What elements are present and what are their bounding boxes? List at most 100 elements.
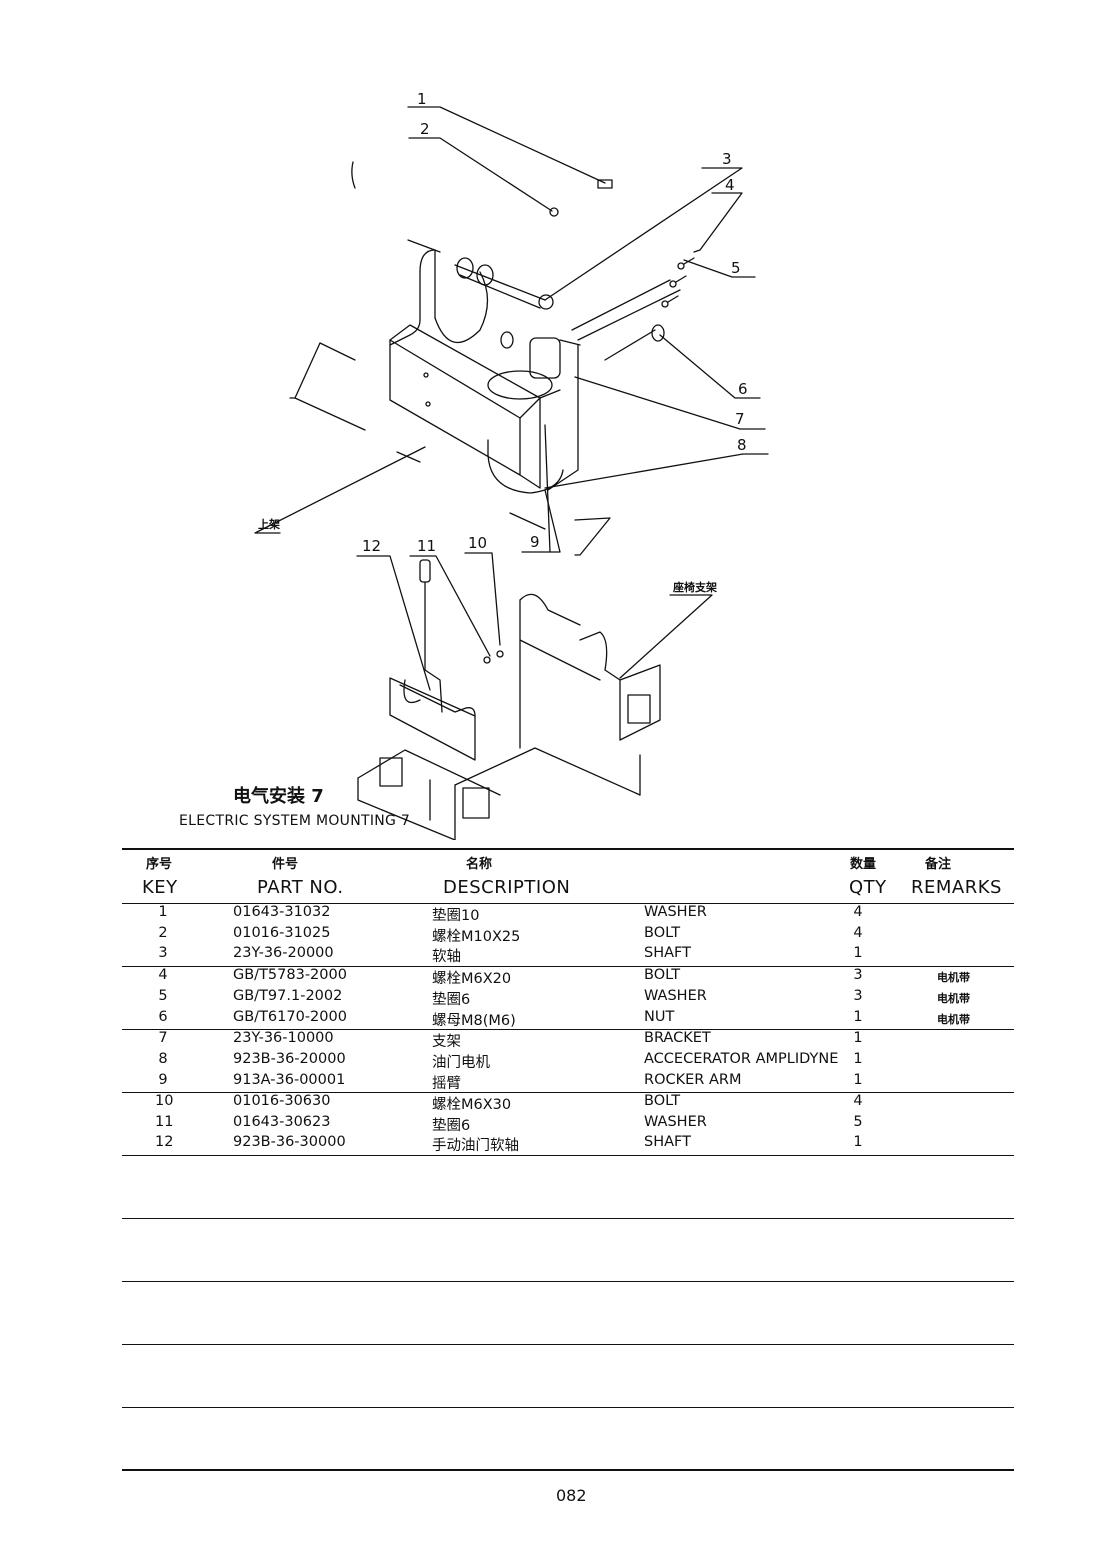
table-row: 7 23Y-36-10000 支架 BRACKET 1 [0,1030,1103,1051]
blank-rule [122,1281,1014,1282]
cell-desc-en: NUT [644,1009,675,1025]
header-remarks-cn: 备注 [925,857,952,872]
cell-part-no: 01643-30623 [233,1114,331,1130]
cell-desc-cn: 螺栓M6X30 [432,1097,512,1113]
cell-desc-en: WASHER [644,904,707,920]
cell-desc-en: BOLT [644,967,681,983]
callout-11: 11 [417,537,437,555]
cell-desc-cn: 螺母M8(M6) [432,1013,516,1029]
cell-part-no: 913A-36-00001 [233,1072,346,1088]
cell-part-no: 23Y-36-10000 [233,1030,334,1046]
table-row: 3 23Y-36-20000 软轴 SHAFT 1 [0,945,1103,966]
cell-desc-en: BOLT [644,925,681,941]
cell-key: 5 [158,988,168,1004]
cell-qty: 1 [853,1134,863,1150]
header-part-no: PART NO. [257,877,344,898]
title-chinese: 电气安装 7 [233,786,324,807]
cell-qty: 1 [853,1030,863,1046]
cell-remarks: 电机带 [937,992,970,1005]
cell-key: 8 [158,1051,168,1067]
blank-rule [122,1218,1014,1219]
table-header-rule [122,903,1014,904]
table-row: 2 01016-31025 螺栓M10X25 BOLT 4 [0,925,1103,946]
cell-desc-en: SHAFT [644,1134,691,1150]
cell-desc-en: BRACKET [644,1030,711,1046]
cell-desc-cn: 软轴 [432,949,461,965]
cell-desc-cn: 垫圈6 [432,992,471,1008]
label-upper-frame: 上架 [258,518,280,531]
cell-part-no: GB/T6170-2000 [233,1009,347,1025]
callout-12: 12 [362,537,382,555]
callout-4: 4 [725,176,735,194]
cell-qty: 4 [853,904,863,920]
cell-qty: 1 [853,1009,863,1025]
callout-1: 1 [417,90,427,108]
group-rule [122,966,1014,967]
callout-3: 3 [722,150,732,168]
table-row: 4 GB/T5783-2000 螺栓M6X20 BOLT 3 电机带 [0,967,1103,988]
cell-desc-en: SHAFT [644,945,691,961]
header-desc-cn: 名称 [466,857,493,872]
cell-desc-cn: 摇臂 [432,1076,461,1092]
label-seat-bracket: 座椅支架 [673,581,717,594]
table-row: 6 GB/T6170-2000 螺母M8(M6) NUT 1 电机带 [0,1009,1103,1030]
table-row: 1 01643-31032 垫圈10 WASHER 4 [0,904,1103,925]
callout-6: 6 [738,380,748,398]
cell-qty: 3 [853,988,863,1004]
table-row: 12 923B-36-30000 手动油门软轴 SHAFT 1 [0,1134,1103,1155]
cell-qty: 4 [853,1093,863,1109]
callout-8: 8 [737,436,747,454]
table-row: 9 913A-36-00001 摇臂 ROCKER ARM 1 [0,1072,1103,1093]
table-row: 11 01643-30623 垫圈6 WASHER 5 [0,1114,1103,1135]
header-remarks: REMARKS [911,877,1002,898]
cell-desc-en: WASHER [644,1114,707,1130]
callout-10: 10 [468,534,488,552]
cell-key: 7 [158,1030,168,1046]
callout-7: 7 [735,410,745,428]
cell-remarks: 电机带 [937,1013,970,1026]
cell-part-no: 01016-31025 [233,925,331,941]
cell-qty: 1 [853,1072,863,1088]
cell-qty: 1 [853,945,863,961]
title-english: ELECTRIC SYSTEM MOUNTING 7 [179,813,411,829]
table-row: 5 GB/T97.1-2002 垫圈6 WASHER 3 电机带 [0,988,1103,1009]
drawing-linework [254,106,769,840]
cell-qty: 3 [853,967,863,983]
cell-desc-cn: 垫圈6 [432,1118,471,1134]
cell-qty: 1 [853,1051,863,1067]
cell-part-no: 23Y-36-20000 [233,945,334,961]
table-top-rule [122,848,1014,850]
header-qty-cn: 数量 [850,857,877,872]
group-rule [122,1029,1014,1030]
table-row: 8 923B-36-20000 油门电机 ACCECERATOR AMPLIDY… [0,1051,1103,1072]
cell-key: 12 [155,1134,174,1150]
header-description: DESCRIPTION [443,877,571,898]
cell-part-no: GB/T5783-2000 [233,967,347,983]
cell-desc-cn: 手动油门软轴 [432,1138,519,1154]
cell-key: 1 [158,904,168,920]
cell-desc-cn: 油门电机 [432,1055,490,1071]
cell-desc-en: ROCKER ARM [644,1072,742,1088]
group-rule [122,1092,1014,1093]
blank-rule [122,1407,1014,1408]
cell-key: 2 [158,925,168,941]
cell-part-no: GB/T97.1-2002 [233,988,343,1004]
header-part-cn: 件号 [272,857,299,872]
cell-key: 6 [158,1009,168,1025]
table-bottom-rule [122,1469,1014,1471]
cell-desc-cn: 垫圈10 [432,908,480,924]
cell-key: 4 [158,967,168,983]
table-row: 10 01016-30630 螺栓M6X30 BOLT 4 [0,1093,1103,1114]
cell-desc-en: ACCECERATOR AMPLIDYNE [644,1051,839,1067]
cell-desc-en: BOLT [644,1093,681,1109]
blank-rule [122,1344,1014,1345]
cell-key: 9 [158,1072,168,1088]
cell-qty: 5 [853,1114,863,1130]
header-key: KEY [142,877,178,898]
cell-part-no: 923B-36-20000 [233,1051,346,1067]
cell-part-no: 01016-30630 [233,1093,331,1109]
callout-2: 2 [420,120,430,138]
cell-key: 3 [158,945,168,961]
cell-qty: 4 [853,925,863,941]
exploded-view-drawing: 1 2 3 4 5 6 7 8 9 10 11 12 上架 座椅支架 [254,90,769,840]
